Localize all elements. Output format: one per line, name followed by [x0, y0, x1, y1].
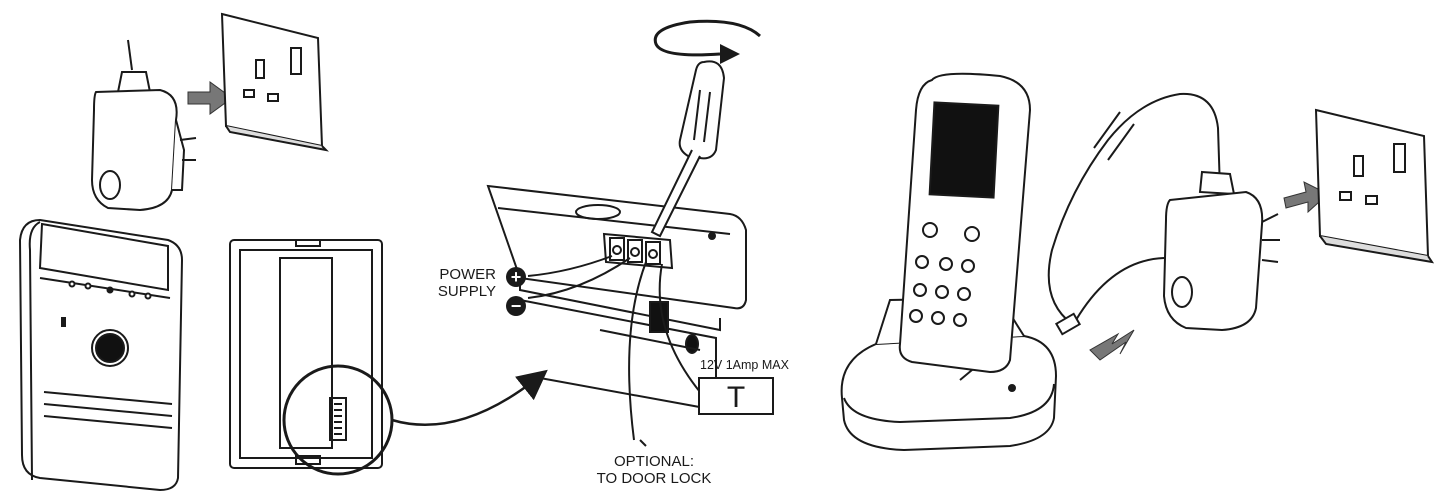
terminal-block-icon	[602, 232, 674, 270]
handset-icon	[898, 72, 1032, 374]
wall-socket-right-icon	[1314, 108, 1434, 264]
power-supply-line1: POWER	[439, 266, 496, 283]
door-station-icon	[18, 218, 184, 492]
power-adapter-icon	[90, 39, 197, 212]
curved-arrow-icon	[391, 369, 548, 427]
usb-cable-icon	[1047, 92, 1221, 336]
back-panel-icon	[229, 239, 383, 469]
power-supply-label: POWER SUPPLY	[420, 266, 496, 301]
power-adapter-right-icon	[1162, 170, 1280, 332]
optional-line2: TO DOOR LOCK	[596, 470, 712, 488]
minus-symbol: −	[511, 296, 522, 316]
optional-line1: OPTIONAL:	[613, 453, 695, 470]
door-lock-symbol-box: T	[698, 377, 774, 415]
charger-arrow-icon	[1089, 329, 1135, 361]
plus-symbol: +	[511, 267, 522, 287]
rotation-arrow-icon	[653, 19, 762, 64]
power-supply-line2: SUPPLY	[437, 283, 496, 301]
polarity-symbols: + −	[506, 267, 526, 316]
wall-socket-icon	[220, 12, 329, 152]
rating-label: 12V 1Amp MAX	[700, 358, 789, 372]
optional-door-lock-label: OPTIONAL: TO DOOR LOCK	[574, 453, 734, 488]
screwdriver-icon	[650, 60, 726, 238]
plug-in-arrow-icon	[187, 81, 233, 115]
wiring-lines	[527, 255, 701, 447]
